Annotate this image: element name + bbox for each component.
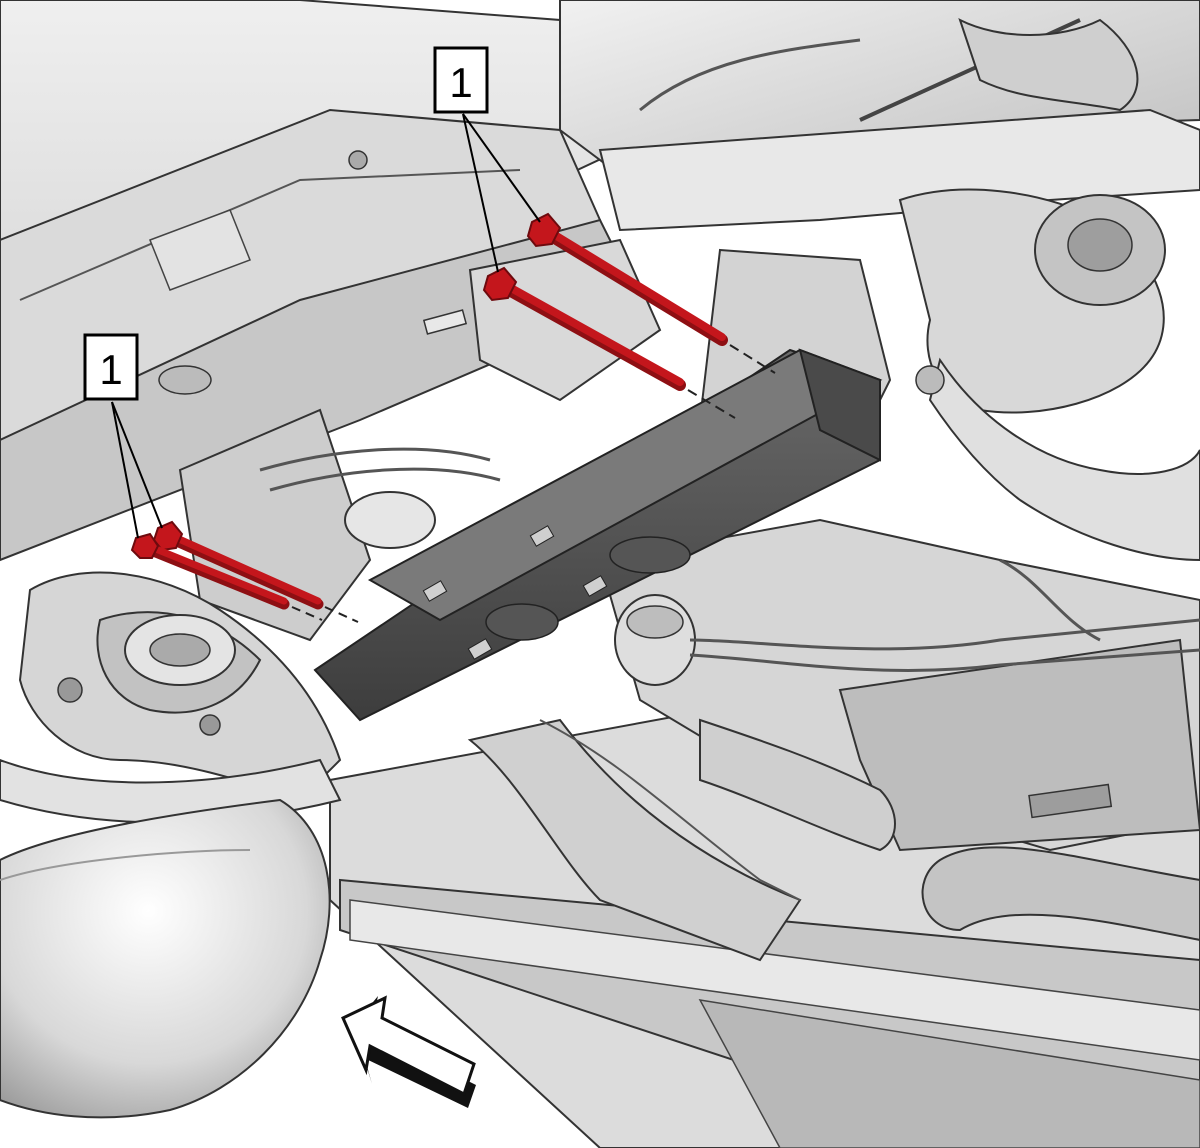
- bolt-lower-2: [130, 532, 323, 621]
- callout-label-lower: 1: [99, 346, 122, 393]
- bolt-lower-1: [152, 520, 359, 623]
- callout-box-upper: [433, 46, 489, 114]
- frame-crossbar-upper: [559, 0, 1200, 232]
- transmission-crossmember: [313, 348, 883, 722]
- front-tire: [0, 798, 331, 1119]
- callout-box-lower: [83, 333, 139, 401]
- front-direction-arrow-icon: [341, 995, 476, 1108]
- callout-lower: 1: [83, 333, 163, 539]
- suspension-right: [898, 188, 1200, 562]
- engine-and-exhaust: [598, 518, 1200, 942]
- callout-upper: 1: [433, 46, 541, 273]
- callout-label-upper: 1: [449, 59, 472, 106]
- bolt-upper-1: [526, 212, 776, 374]
- bolt-upper-2: [482, 266, 736, 419]
